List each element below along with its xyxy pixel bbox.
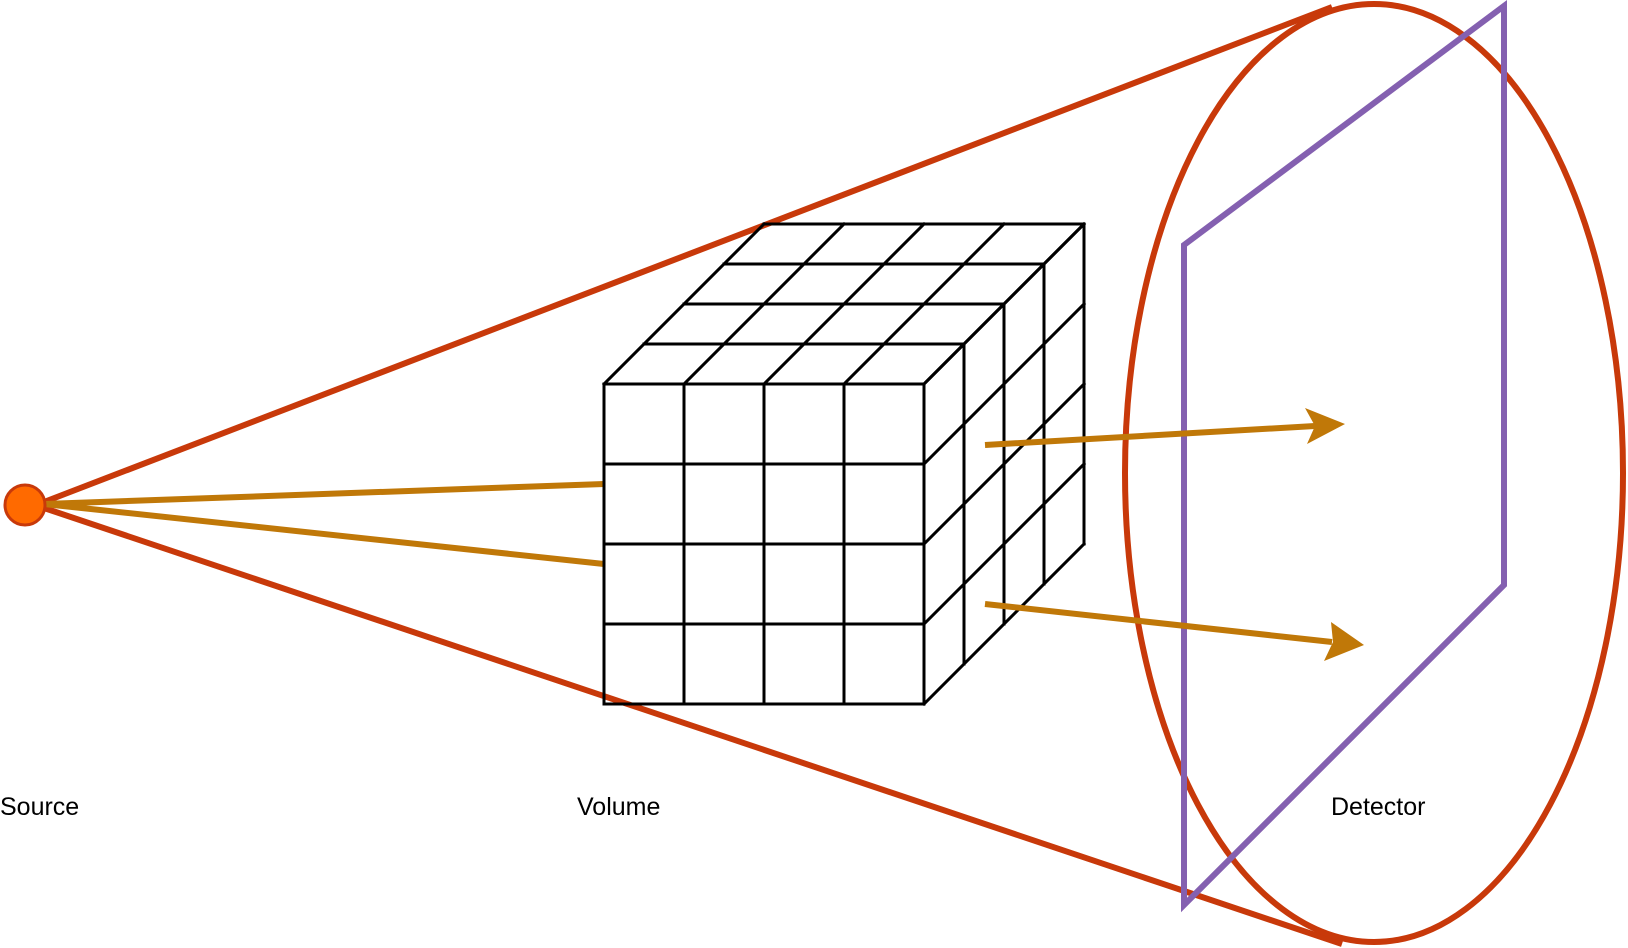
top-face-depth-line <box>841 221 1007 387</box>
arrowhead-upper <box>1305 408 1345 444</box>
cone-base-ellipse <box>1122 1 1626 945</box>
incoming-ray-upper <box>43 481 605 507</box>
volume-label: Volume <box>577 793 660 821</box>
incoming-rays <box>43 481 605 567</box>
side-face-depth-line <box>921 541 1087 707</box>
arrowhead-lower <box>1324 622 1364 661</box>
outgoing-ray-upper <box>984 423 1316 448</box>
source-label: Source <box>0 793 79 821</box>
source-point <box>3 483 47 527</box>
detector-panel <box>1181 0 1507 913</box>
cone-lower-edge <box>43 505 1343 947</box>
volume-voxel-cube <box>601 221 1087 707</box>
outgoing-rays <box>984 408 1364 661</box>
cone-upper-edge <box>42 4 1334 505</box>
detector-label: Detector <box>1331 793 1425 821</box>
side-face-depth-line <box>921 461 1087 627</box>
outgoing-ray-lower <box>984 601 1333 645</box>
incoming-ray-lower <box>43 501 605 567</box>
cone-beam <box>42 1 1626 947</box>
